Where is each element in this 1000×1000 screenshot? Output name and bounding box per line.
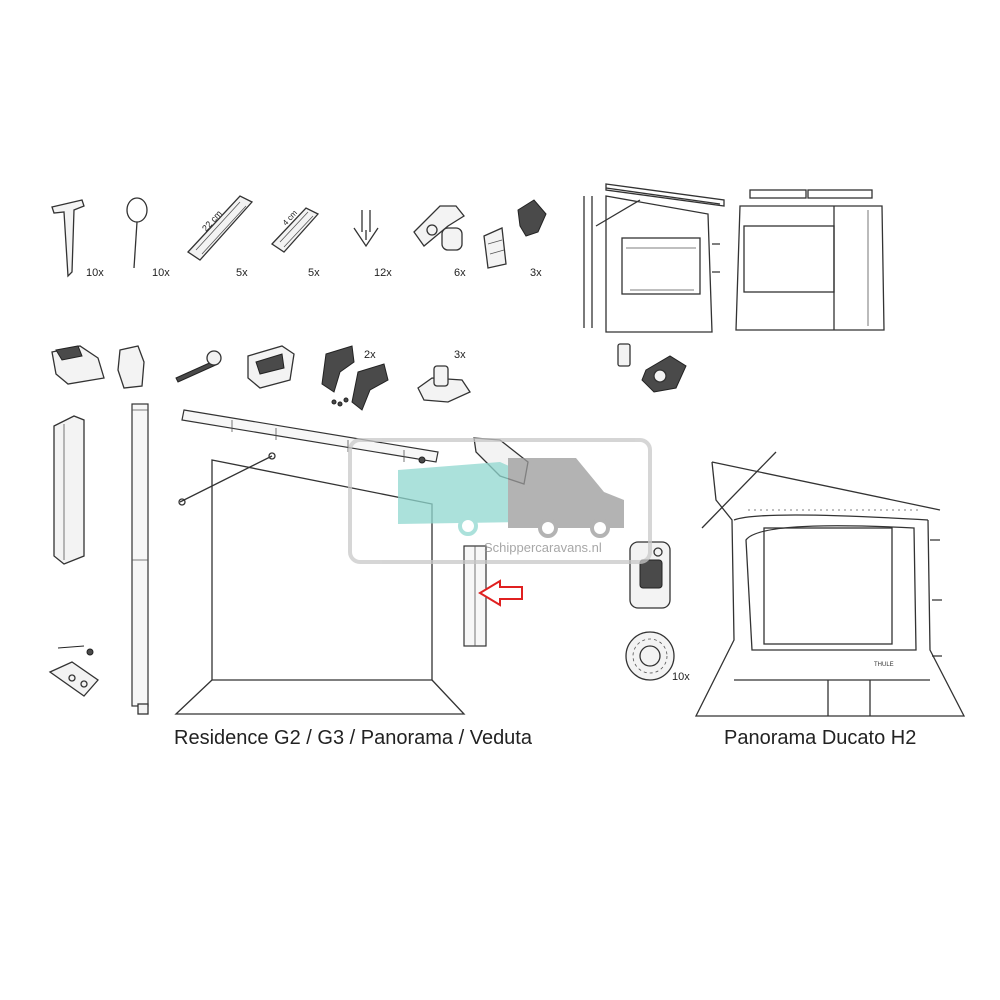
bracket-bolt-icon (48, 645, 99, 697)
highlight-arrow-icon (478, 579, 523, 607)
hook-icon (353, 210, 379, 248)
strap-22-count: 5x (236, 267, 248, 279)
buckle-icon (483, 199, 547, 269)
pin-peg-icon (126, 197, 148, 269)
side-clip-count: 2x (364, 349, 376, 361)
hook-count: 12x (374, 267, 392, 279)
rail-adapter-icon (51, 345, 105, 385)
twin-fitting-icon (617, 343, 687, 393)
clamp-count: 6x (454, 267, 466, 279)
buckle-count: 3x (530, 267, 542, 279)
watermark-text: Schippercaravans.nl (484, 540, 602, 555)
pin-count: 10x (152, 267, 170, 279)
pole-top-cap-icon (117, 345, 145, 389)
caravan-icon (398, 462, 528, 524)
caption-right: Panorama Ducato H2 (724, 727, 916, 749)
strap-small-count: 5x (308, 267, 320, 279)
peg-count: 10x (86, 267, 104, 279)
thule-logo: THULE (874, 662, 894, 668)
foot-count: 3x (454, 349, 466, 361)
motorhome-icon (508, 458, 624, 528)
roof-rail-icon (181, 409, 439, 464)
rosette-icon (625, 631, 675, 681)
watermark-logo: Schippercaravans.nl (348, 438, 652, 564)
side-clip-icon (321, 345, 389, 411)
spreader-pole-icon (178, 452, 276, 506)
strap-small-icon: 4 cm (270, 207, 320, 253)
screw-eye-icon (175, 350, 222, 383)
pole-clip-icon (247, 345, 295, 389)
rosette-count: 10x (672, 671, 690, 683)
strap-22-icon: 22 cm (187, 195, 254, 261)
ducato-awning-icon: THULE (694, 451, 966, 717)
awning-front-panel-left (583, 183, 725, 333)
keder-profile-icon (53, 415, 85, 565)
tent-peg-icon (51, 199, 85, 278)
clamp-icon (413, 205, 465, 251)
upright-pole-icon (131, 403, 149, 715)
caption-left: Residence G2 / G3 / Panorama / Veduta (174, 727, 533, 749)
side-panel-icon (174, 459, 466, 715)
foot-plate-icon (417, 365, 471, 403)
awning-front-panel-right (735, 189, 885, 331)
